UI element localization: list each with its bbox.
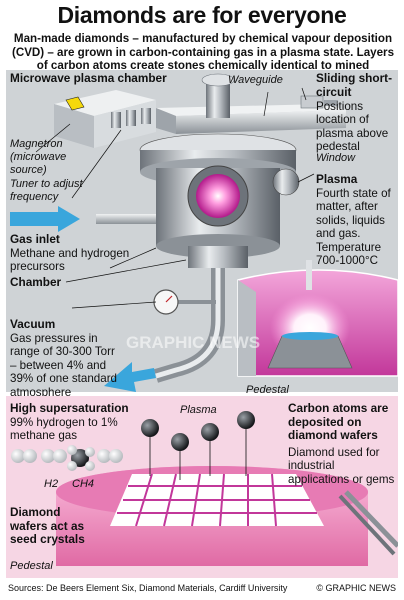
tweezers — [338, 490, 398, 556]
pressure-gauge — [153, 289, 216, 315]
page-title: Diamonds are for everyone — [57, 2, 347, 28]
gas-molecules — [11, 445, 123, 471]
tuner-knobs — [111, 108, 151, 128]
waveguide-label: Waveguide — [228, 74, 283, 86]
watermark: GRAPHIC NEWS — [126, 333, 260, 352]
plasma-window-glow — [196, 174, 240, 218]
top-valve — [206, 80, 230, 118]
deposition-illustration — [11, 411, 398, 566]
vacuum-arrow — [104, 362, 156, 392]
vacuum-pipe — [104, 268, 225, 392]
h2-label: H2 — [44, 478, 59, 490]
magnetron — [54, 90, 156, 148]
magnetron-label: Magnetron (microwave source) — [10, 138, 67, 176]
wafers-label: Diamond wafers act as seed crystals — [10, 505, 85, 547]
supersaturation-title: High supersaturation — [10, 401, 129, 415]
gas-inlet-arrow — [10, 206, 156, 232]
plasma-desc: Fourth state of matter, after solids, li… — [316, 187, 391, 268]
vacuum-title: Vacuum — [10, 317, 56, 331]
window-port — [272, 168, 300, 196]
sliding-short-circuit-desc: Positions location of plasma above pedes… — [316, 100, 389, 154]
wafer-grid-lines — [117, 473, 317, 527]
source-line: Sources: De Beers Element Six, Diamond M… — [8, 583, 288, 593]
supersaturation-desc: 99% hydrogen to 1% methane gas — [10, 416, 118, 443]
pedestal-bottom-label: Pedestal — [10, 560, 53, 572]
plasma-title: Plasma — [316, 172, 358, 186]
gas-inlet-title: Gas inlet — [10, 232, 60, 246]
window-label: Window — [316, 152, 356, 164]
carbon-drop-lines — [149, 424, 247, 480]
carbon-atoms — [141, 411, 255, 451]
carbon-atoms-title: Carbon atoms are deposited on diamond wa… — [288, 401, 389, 443]
carbon-atoms-desc: Diamond used for industrial applications… — [288, 446, 395, 486]
sliding-short-circuit-title: Sliding short-circuit — [316, 71, 393, 99]
plasma-bottom-label: Plasma — [180, 404, 217, 416]
chamber-label: Chamber — [10, 275, 62, 289]
pedestal-top — [267, 335, 353, 369]
credit: © GRAPHIC NEWS — [316, 583, 396, 593]
vacuum-desc: Gas pressures in range of 30-300 Torr – … — [10, 332, 117, 399]
chamber — [139, 133, 300, 268]
microwave-chamber-label: Microwave plasma chamber — [10, 71, 167, 85]
tuner-label: Tuner to adjust frequency — [10, 178, 83, 203]
plasma-cutaway — [237, 260, 398, 377]
leader-lines — [35, 87, 315, 309]
gas-inlet-desc: Methane and hydrogen precursors — [10, 247, 130, 274]
pedestal-top-label: Pedestal — [246, 384, 289, 396]
ch4-label: CH4 — [72, 478, 95, 490]
chamber-illustration: GRAPHIC NEWS — [10, 73, 398, 392]
